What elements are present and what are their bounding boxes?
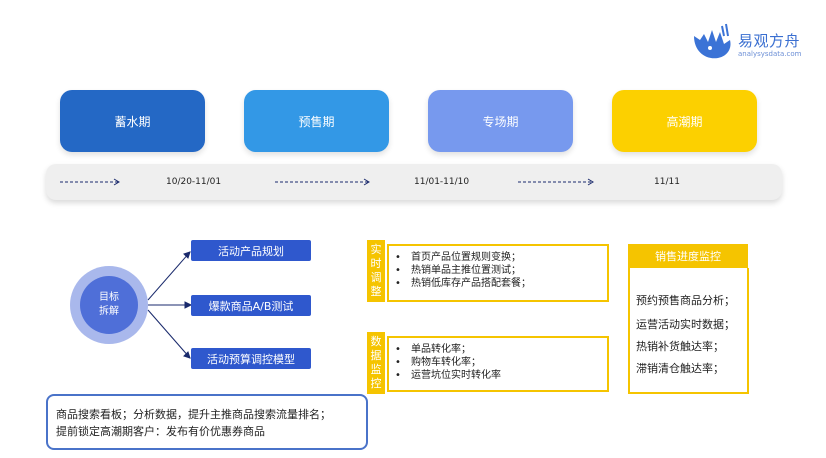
phase-presale: 预售期 [244, 90, 389, 152]
realtime-item: 首页产品位置规则变换； [389, 251, 607, 264]
timeline-bar [46, 164, 782, 200]
sales-item: 运营活动实时数据； [636, 318, 735, 331]
note-line-1: 商品搜索看板；分析数据，提升主推商品搜索流量排名； [56, 408, 331, 421]
monitor-item: 运营坑位实时转化率 [389, 369, 607, 382]
note-line-2: 提前锁定高潮期客户：发布有价优惠券商品 [56, 425, 265, 438]
monitor-item: 购物车转化率； [389, 356, 607, 369]
timeline-date-2: 11/01-11/10 [414, 177, 470, 187]
logo-url: analysysdata.com [738, 50, 802, 58]
branch-product-planning: 活动产品规划 [191, 240, 311, 261]
phase-reservoir: 蓄水期 [60, 90, 205, 152]
timeline-date-3: 11/11 [654, 177, 680, 187]
target-circle: 目标拆解 [80, 276, 138, 334]
sales-item: 热销补货触达率； [636, 340, 724, 353]
realtime-tab: 实时调整 [367, 240, 385, 302]
branch-ab-test: 爆款商品A/B测试 [191, 295, 311, 316]
monitor-item: 单品转化率； [389, 343, 607, 356]
search-board-note [46, 394, 368, 450]
phase-special: 专场期 [428, 90, 573, 152]
logo-text: 易观方舟 [738, 32, 801, 50]
realtime-box: 首页产品位置规则变换； 热销单品主推位置测试； 热销低库存产品搭配套餐； [387, 244, 609, 302]
logo-icon [694, 23, 731, 59]
sales-title: 销售进度监控 [628, 244, 748, 268]
phase-climax: 高潮期 [612, 90, 757, 152]
monitor-box: 单品转化率； 购物车转化率； 运营坑位实时转化率 [387, 336, 609, 392]
sales-item: 滞销清仓触达率； [636, 362, 724, 375]
realtime-item: 热销低库存产品搭配套餐； [389, 277, 607, 290]
timeline-date-1: 10/20-11/01 [166, 177, 222, 187]
monitor-tab: 数据监控 [367, 332, 385, 394]
branch-budget-model: 活动预算调控模型 [191, 348, 311, 369]
sales-item: 预约预售商品分析； [636, 294, 735, 307]
realtime-item: 热销单品主推位置测试； [389, 264, 607, 277]
sales-box [628, 268, 749, 394]
